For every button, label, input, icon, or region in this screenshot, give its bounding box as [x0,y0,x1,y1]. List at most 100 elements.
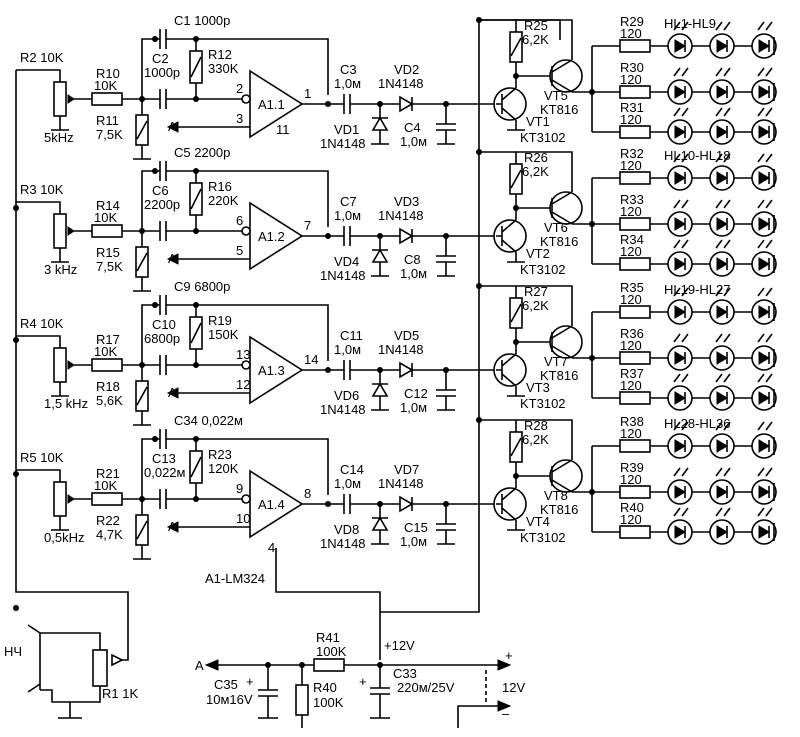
led-diode-icon [758,391,770,405]
ch1-freq-label: 5kHz [44,130,74,145]
c35-plus: + [246,674,254,689]
ch2-led-res-value: 120 [620,158,642,173]
led-diode-icon [758,39,770,53]
ch1-filter-cap [436,104,456,144]
wiper-arrow-icon [67,494,75,504]
ch4-feedback-cap [159,429,167,449]
power-section: A + C35 10м16V R41 100K R40 100K + C33 2… [195,630,525,728]
ch4-cout-name: C14 [340,462,364,477]
light-rays-icon [757,67,773,77]
light-rays-icon [673,421,689,431]
ch1-rfb-value: 330K [208,61,239,76]
wire [141,38,160,99]
ch2-shunt-resistor-hatch [136,252,148,272]
light-rays-icon [715,421,731,431]
ch3-series-resistor [91,358,123,372]
ch2-led-res-name: R34 [620,232,644,247]
ch4-shunt-diode [371,516,389,531]
ch3-led-res-value: 120 [620,378,642,393]
ch2-base-resistor-hatch [510,169,522,189]
led-diode-icon [674,85,686,99]
reference-arrow-icon [166,121,179,133]
ch4-tpwr-label: VT8 [544,488,568,503]
light-rays-icon [673,467,689,477]
ch2-rbase-name: R26 [524,150,548,165]
ch1-dshunt-value: 1N4148 [320,136,366,151]
light-rays-icon [757,199,773,209]
ch1-coupling-cap [343,94,351,114]
wire [551,325,573,359]
ch1-led-res-name: R31 [620,100,644,115]
led-diode-icon [758,257,770,271]
ch3-opamp-label: A1.3 [258,363,285,378]
ch3-led-res-name: R35 [620,280,644,295]
ch4-rfb-name: R23 [208,447,232,462]
wire [372,504,388,544]
ch1-pin-ref: 3 [236,111,243,126]
wire [141,170,160,231]
junction-dot [13,605,19,611]
input-label: НЧ [4,644,22,659]
light-rays-icon [715,199,731,209]
input-jack-icon [27,624,41,693]
ch2-series-value: 10K [94,210,117,225]
ch2-cout-value: 1,0м [334,208,361,223]
led-diode-icon [758,125,770,139]
ch1-shunt-value: 7,5K [96,127,123,142]
reference-arrow-icon [166,521,179,533]
led-diode-icon [716,439,728,453]
light-rays-icon [757,421,773,431]
ch4-cfilt-value: 1,0м [400,534,427,549]
ch1-cin-value: 1000p [144,65,180,80]
junction-dot [13,337,19,343]
supply-label: 12V [502,680,525,695]
ch1-ref-label: A [168,119,177,134]
ch4-coupling-cap [343,494,351,514]
ch4-led-res-value: 120 [620,512,642,527]
light-rays-icon [715,287,731,297]
ch1-pot [53,81,67,117]
ch3-tdrv-label: VT3 [526,380,550,395]
ch1-feedback-resistor-hatch [190,56,202,78]
ch4-rbase-name: R28 [524,418,548,433]
ch3-led-resistor [619,305,651,319]
ch2-shunt-diode [371,248,389,263]
led-diode-icon [674,125,686,139]
junction-dot [325,101,331,107]
ch3-rfb-name: R19 [208,313,232,328]
light-rays-icon [673,153,689,163]
led-diode-icon [674,351,686,365]
ch2-freq-label: 3 kHz [44,262,77,277]
wire [16,469,61,482]
ch2-leds-label: HL10-HL18 [664,148,731,163]
ch2-cin-value: 2200p [144,197,180,212]
vplus-label: +12V [384,638,415,653]
ch4-shunt-name: R22 [96,513,120,528]
ch1-led-res-name: R30 [620,60,644,75]
ch2-input-cap [159,221,167,241]
ch2-cfilt-name: C8 [404,252,421,267]
ch4-led-res-value: 120 [620,472,642,487]
ch4-pin-in: 9 [236,481,243,496]
ch1-led-res-name: R29 [620,14,644,29]
light-rays-icon [715,67,731,77]
led-diode-icon [674,171,686,185]
ch4-led-res-name: R38 [620,414,644,429]
ch3-base-resistor-hatch [510,303,522,323]
c35-name: C35 [214,677,238,692]
light-rays-icon [757,507,773,517]
wire [516,285,573,326]
wire [411,229,496,243]
r1-pot [92,649,108,687]
ch4-pin-ref: 10 [236,511,250,526]
led-diode-icon [674,217,686,231]
wire [166,438,329,495]
light-rays-icon [715,467,731,477]
ch1-dshunt-name: VD1 [334,122,359,137]
led-diode-icon [758,171,770,185]
ch3-dshunt-name: VD6 [334,388,359,403]
ch3-led-res-name: R37 [620,366,644,381]
ch3-rbase-value: 6,2K [522,298,549,313]
ch1-pin-in: 2 [236,81,243,96]
